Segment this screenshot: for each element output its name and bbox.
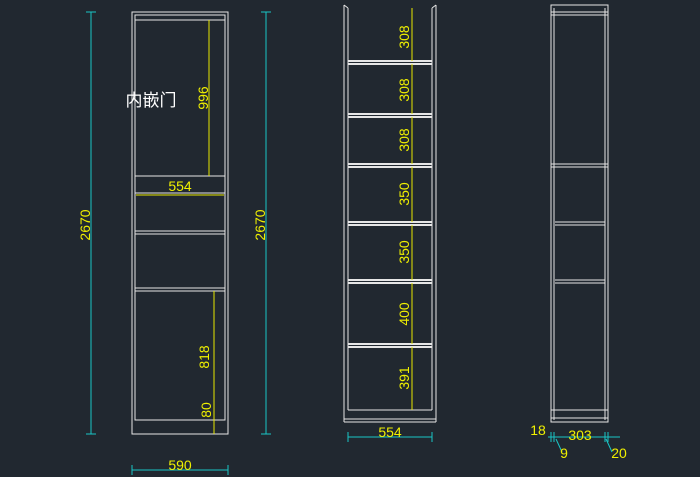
label-height-right: 2670	[252, 209, 268, 240]
label-overall-width: 590	[168, 457, 192, 473]
label-base: 80	[198, 402, 214, 418]
label-inner-width-interior: 554	[378, 424, 402, 440]
interior-corner	[343, 4, 349, 9]
label-shelf-5: 350	[396, 240, 412, 264]
dim-leader	[555, 438, 563, 453]
label-shelf-7: 391	[396, 366, 412, 390]
label-side-9: 9	[560, 445, 568, 461]
label-shelf-3: 308	[396, 128, 412, 152]
interior-view: 308 308 308 350 350 400 391 554	[343, 4, 437, 442]
dim-leader	[605, 438, 613, 453]
label-lower-height: 818	[196, 345, 212, 369]
label-shelf-2: 308	[396, 78, 412, 102]
side-view: 18 303 9 20	[530, 4, 627, 461]
front-outer-frame	[131, 11, 229, 435]
label-shelf-6: 400	[396, 302, 412, 326]
label-door-height: 996	[195, 86, 211, 110]
label-height-left: 2670	[77, 209, 93, 240]
interior-corner	[431, 4, 437, 9]
label-side-303: 303	[568, 427, 592, 443]
label-side-20: 20	[611, 445, 627, 461]
label-inner-width-front: 554	[168, 178, 192, 194]
front-view: 2670 2670 996 554 818 80 590 内嵌门	[77, 11, 271, 475]
label-built-in-door: 内嵌门	[126, 91, 177, 111]
side-outer-frame	[550, 4, 609, 423]
label-side-18: 18	[530, 422, 546, 438]
label-shelf-4: 350	[396, 182, 412, 206]
label-shelf-1: 308	[396, 25, 412, 49]
